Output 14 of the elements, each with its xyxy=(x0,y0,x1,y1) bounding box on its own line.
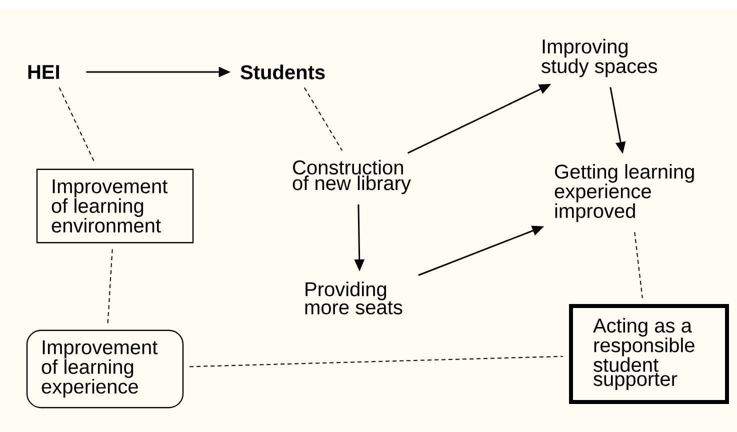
concept-box: Improvement of learning experience xyxy=(26,330,184,408)
connector-line xyxy=(304,87,343,151)
outcome-text: Improving study spaces xyxy=(542,38,657,78)
actor-label: HEI xyxy=(28,65,59,79)
connector-line xyxy=(107,248,113,324)
connector-line xyxy=(189,356,564,368)
action-text: Providing more seats xyxy=(305,282,402,314)
action-text: Construction of new library xyxy=(292,160,411,194)
role-box: Acting as a responsible student supporter xyxy=(569,304,729,404)
connector-line xyxy=(58,87,96,164)
concept-box: Improvement of learning environment xyxy=(36,168,194,244)
outcome-text: Getting learning experience improved xyxy=(554,164,694,222)
connector-line xyxy=(634,232,643,299)
actor-label: Students xyxy=(240,64,325,80)
